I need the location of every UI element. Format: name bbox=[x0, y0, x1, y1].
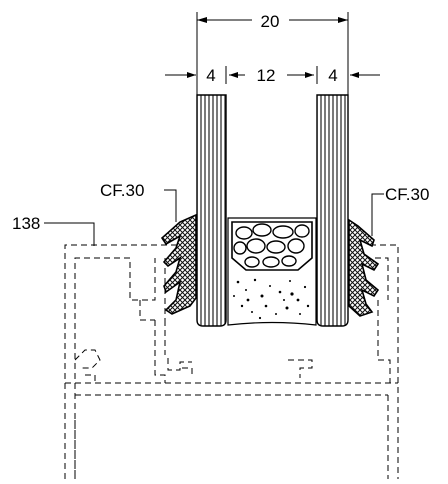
label-gasket-right: CF.30 bbox=[371, 185, 429, 236]
dimension-overall: 20 bbox=[196, 12, 349, 95]
glass-pane-left bbox=[196, 94, 227, 327]
profile-number: 138 bbox=[12, 214, 40, 233]
dimension-spacer-value: 12 bbox=[257, 66, 276, 85]
dimension-detail: 4 12 4 bbox=[165, 66, 380, 85]
dimension-glass-left-value: 4 bbox=[206, 66, 215, 85]
gasket-right-code: CF.30 bbox=[385, 185, 429, 204]
spacer-desiccant bbox=[227, 217, 317, 326]
label-profile-138: 138 bbox=[12, 214, 95, 246]
gasket-right bbox=[348, 218, 380, 317]
glass-pane-right bbox=[316, 94, 349, 327]
gasket-left-code: CF.30 bbox=[100, 181, 144, 200]
aluminium-profile-138 bbox=[64, 244, 399, 479]
dimension-glass-right-value: 4 bbox=[328, 66, 337, 85]
dimension-overall-value: 20 bbox=[261, 12, 280, 31]
label-gasket-left: CF.30 bbox=[100, 181, 177, 222]
gasket-left bbox=[160, 213, 197, 315]
